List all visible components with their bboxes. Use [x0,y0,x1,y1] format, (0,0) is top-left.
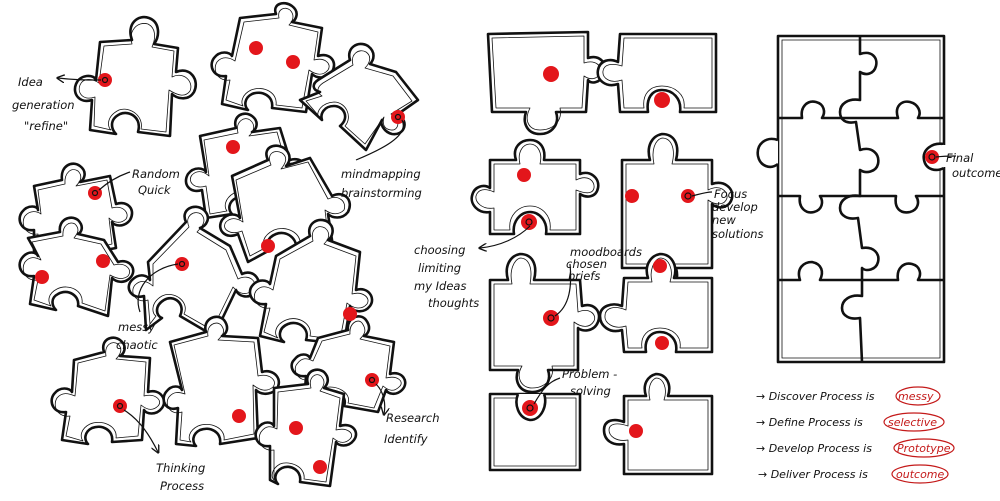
legend-develop-word: Prototype [897,442,951,455]
dot-bottom-mid [232,409,246,423]
legend-discover-word: messy [898,390,934,403]
define-develop-column: choosing limiting my Ideas thoughts mood… [414,32,764,474]
note-problem-1: Problem - [562,367,617,381]
legend-deliver-label: → Deliver Process is [758,468,868,481]
legend-discover-label: → Discover Process is [756,390,875,403]
note-choosing-3: my Ideas [414,279,466,293]
dot-left-b [96,254,110,268]
note-choosing-2: limiting [418,261,461,275]
note-focus-3: new [712,213,736,227]
note-idea-1: Idea [18,75,43,89]
piece-m1-left [488,32,605,134]
dot-random [88,186,102,200]
note-mindmap-1: mindmapping [341,167,421,181]
note-final-2: outcome [952,166,1000,180]
dot-m3-left [543,310,559,326]
legend-define-word: selective [888,416,937,429]
note-final-1: Final [946,151,974,165]
dot-m1-right [654,92,670,108]
dot-mid-right [261,239,275,253]
dot-right-large [343,307,357,321]
discover-cluster: Idea generation "refine" Random Quick mi… [12,3,440,493]
piece-m4-right [604,374,712,474]
dot-top-b [286,55,300,69]
legend-define-label: → Define Process is [756,416,863,429]
note-messy-1: messy [118,320,155,334]
note-research-2: Identify [384,432,428,446]
note-focus-2: develop [712,200,758,214]
note-thinking-2: Process [160,479,204,493]
dot-m2-left-a [517,168,531,182]
note-problem-2: solving [570,384,611,398]
dot-m4-right [629,424,643,438]
note-idea-3: "refine" [24,119,68,133]
note-choosing-1: choosing [414,243,465,257]
note-thinking-1: Thinking [156,461,205,475]
note-random-1: Random [132,167,180,181]
dot-bottom-left-b [313,460,327,474]
note-mindmap-2: brainstorming [341,186,422,200]
note-messy-2: chaotic [116,338,158,352]
process-legend: → Discover Process is messy → Define Pro… [756,387,954,483]
note-idea-2: generation [12,98,75,112]
note-focus-4: solutions [712,227,764,241]
note-research-1: Research [386,411,440,425]
dot-bottom-left-a [289,421,303,435]
dot-left-a [35,270,49,284]
dot-m3-right-a [653,259,667,273]
dot-m1-left [543,66,559,82]
legend-develop-label: → Develop Process is [756,442,872,455]
dot-top-a [249,41,263,55]
puzzle-piece-thinking [52,338,164,444]
legend-deliver-word: outcome [896,468,945,481]
note-mood-3: briefs [568,269,600,283]
dot-mid-upper [226,140,240,154]
puzzle-piece-idea [75,17,196,136]
note-random-2: Quick [138,183,172,197]
dot-m3-right-b [655,336,669,350]
deliver-assembled: Final outcome [758,36,1000,362]
dot-m2-right-a [625,189,639,203]
note-focus-1: Focus [714,187,747,201]
note-choosing-4: thoughts [428,296,479,310]
